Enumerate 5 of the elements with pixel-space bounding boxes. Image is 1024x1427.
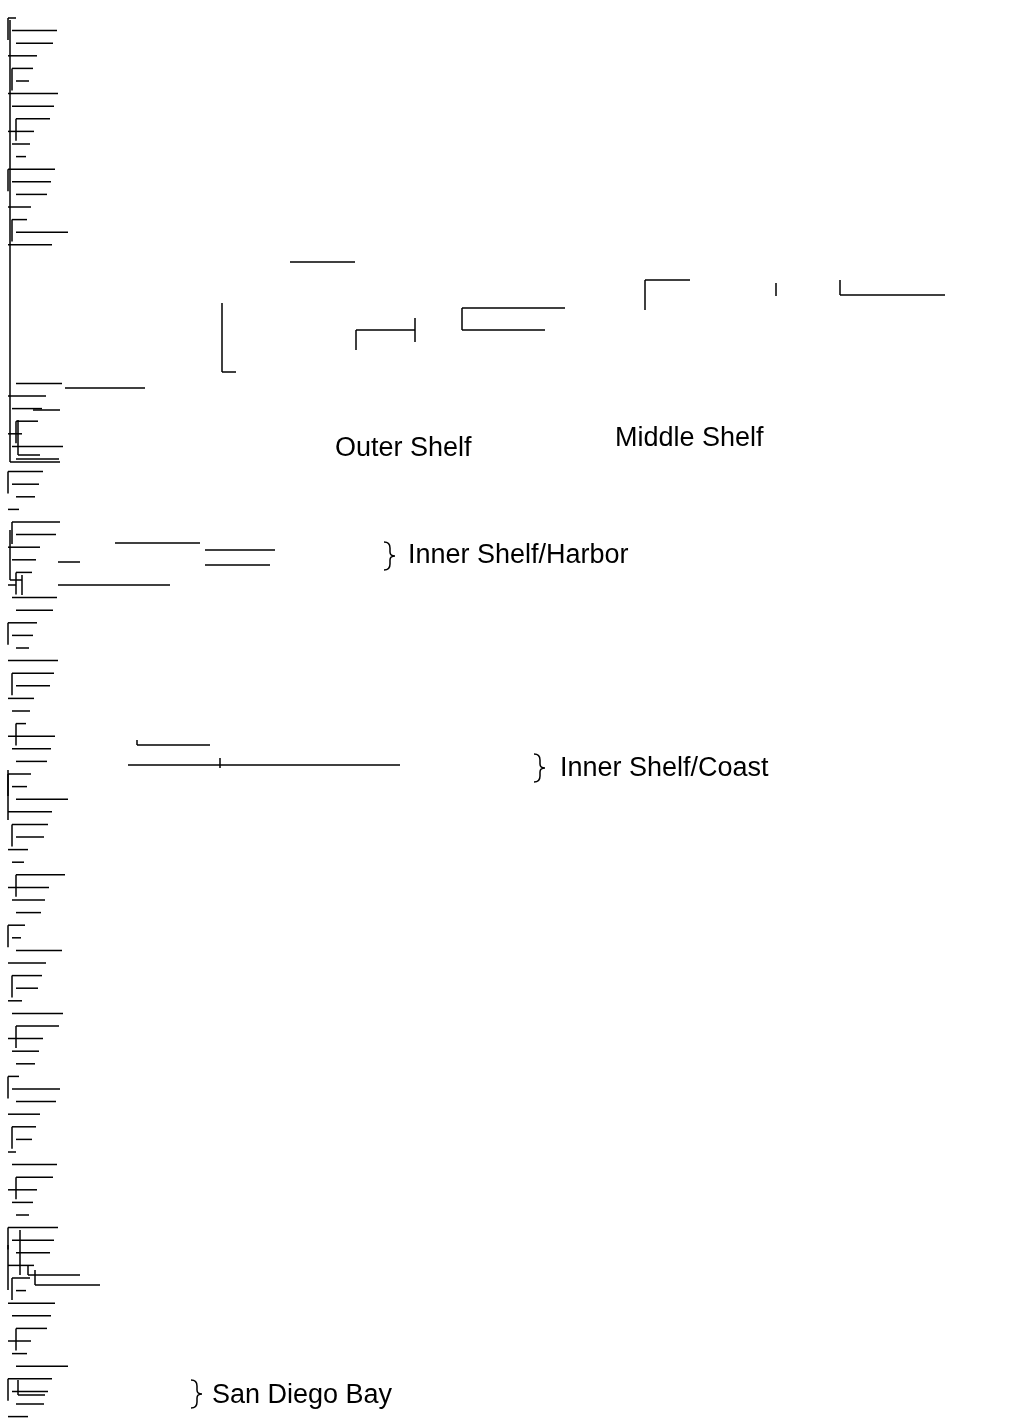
region-label: Inner Shelf/Coast [560,753,769,783]
region-label: Outer Shelf [335,433,472,463]
region-label: San Diego Bay [212,1380,393,1410]
region-label: Middle Shelf [615,423,764,453]
region-label: Inner Shelf/Harbor [408,540,629,570]
